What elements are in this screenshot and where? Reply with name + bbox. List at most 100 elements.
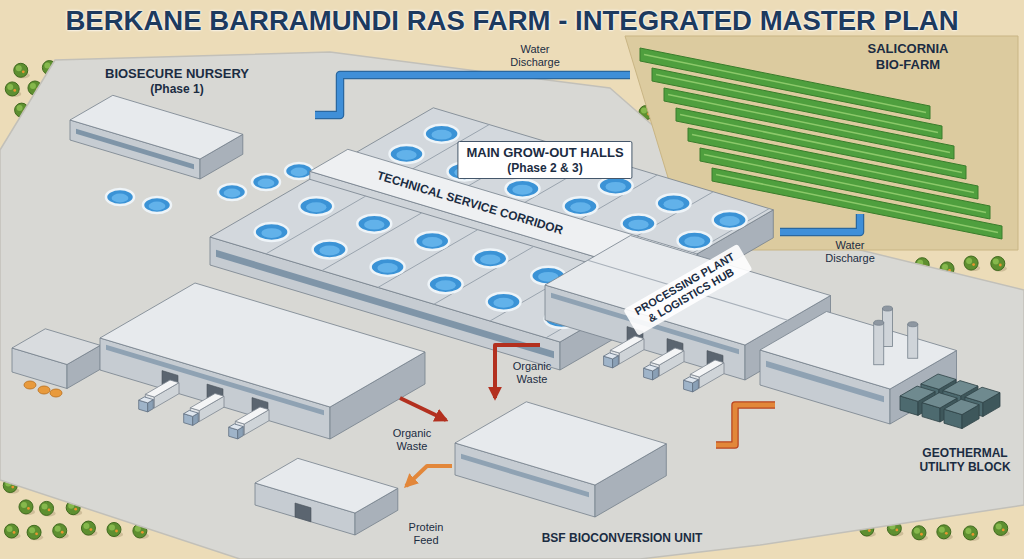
fish-tank (506, 180, 540, 198)
tree-fruit (115, 530, 118, 533)
utility-building (760, 312, 957, 425)
building-roof (100, 283, 425, 407)
flow-label: Water Discharge (825, 239, 875, 264)
fish-tank (390, 145, 424, 163)
building-area: GEOTHERMAL UTILITY BLOCK (775, 300, 1020, 482)
building-roof (690, 360, 724, 377)
tree-crown (53, 524, 67, 538)
flow-arrow (406, 466, 452, 486)
fish-tank (143, 197, 171, 213)
tank-water (112, 194, 129, 203)
label-group: GEOTHERMAL UTILITY BLOCK (915, 446, 1015, 475)
chimney (908, 322, 918, 359)
building-roof (139, 397, 154, 403)
tree-crown (994, 521, 1008, 535)
tree-crown (912, 526, 926, 540)
fish-tank (541, 159, 575, 177)
tank-water (605, 182, 625, 192)
orange-tree (27, 525, 43, 540)
tree-crown (14, 63, 28, 77)
chimney-top (908, 322, 918, 327)
chimney (874, 320, 884, 365)
fish-tank (218, 184, 246, 200)
fish-tank (678, 231, 712, 249)
tree-highlight (939, 527, 945, 533)
building-area: BSF BIOCONVERSION UNIT (450, 398, 716, 550)
tree-fruit (35, 532, 38, 535)
building-sublabel: (Phase 1) (105, 82, 249, 96)
tree-crown (40, 501, 54, 515)
tank-water (396, 150, 416, 160)
tree-crown (963, 526, 977, 540)
fish-tank (599, 177, 633, 195)
pipe-outline (315, 75, 630, 115)
window-band (461, 454, 589, 497)
tank-water (377, 263, 397, 273)
tree-crown (964, 256, 978, 270)
building-area: PROCESSING PLANT & LOGISTICS HUB (540, 232, 840, 388)
flow-connector (716, 405, 775, 445)
chimney-top (874, 320, 884, 325)
building-roof (190, 394, 224, 411)
tree-fruit (895, 529, 898, 532)
orange-tree (107, 522, 123, 537)
tree-fruit (1002, 529, 1005, 532)
tank-water (547, 165, 567, 175)
orange-tree (991, 257, 1007, 272)
building-roof (12, 329, 100, 365)
building-roof (235, 407, 269, 424)
pipe-outline (716, 405, 775, 445)
tree-highlight (109, 524, 115, 530)
building-label: TECHNICAL SERVICE CORRIDOR (375, 168, 565, 237)
tree-fruit (11, 486, 14, 489)
fish-tank (473, 249, 507, 267)
fish-tank (371, 258, 405, 276)
tree-crown (5, 524, 19, 538)
tree-fruit (868, 529, 871, 532)
flow-label: Protein Feed (409, 521, 444, 546)
tree-crown (19, 500, 33, 514)
tree-fruit (13, 531, 16, 534)
orange-tree (937, 525, 953, 540)
orange-tree (994, 521, 1010, 536)
building-roof (650, 348, 684, 365)
tank-water (364, 220, 384, 230)
tank-water (489, 147, 509, 157)
tank-water (431, 130, 451, 140)
building-label: BSF BIOCONVERSION UNIT (542, 531, 703, 545)
warehouse (100, 283, 425, 439)
fish-tank (622, 215, 656, 233)
orange-tree (912, 526, 928, 541)
storage-shed (12, 329, 100, 397)
chimney-top (883, 306, 893, 311)
tree-highlight (641, 108, 647, 114)
tree-crown (991, 257, 1005, 271)
tank-water (512, 185, 532, 195)
orange-tree (40, 501, 56, 516)
tank-water (258, 179, 275, 188)
label-group: TECHNICAL SERVICE CORRIDOR (375, 168, 565, 237)
orange-tree (81, 521, 97, 536)
fish-tank (429, 275, 463, 293)
building-roof (145, 380, 179, 397)
fish-tank (357, 215, 391, 233)
chimney-body (908, 324, 918, 358)
tree-fruit (13, 89, 16, 92)
flow-connector (780, 214, 860, 232)
tree-highlight (21, 502, 27, 508)
tree-fruit (48, 509, 51, 512)
building-roof (644, 365, 659, 371)
fish-tank (564, 197, 598, 215)
tank-water (319, 246, 339, 256)
building-roof (965, 387, 1000, 402)
tank-water (570, 202, 590, 212)
tree-highlight (83, 523, 89, 529)
tree-fruit (999, 264, 1002, 267)
building-label: PROCESSING PLANT & LOGISTICS HUB (629, 248, 748, 332)
tree-highlight (965, 528, 971, 534)
tree-fruit (74, 508, 77, 511)
